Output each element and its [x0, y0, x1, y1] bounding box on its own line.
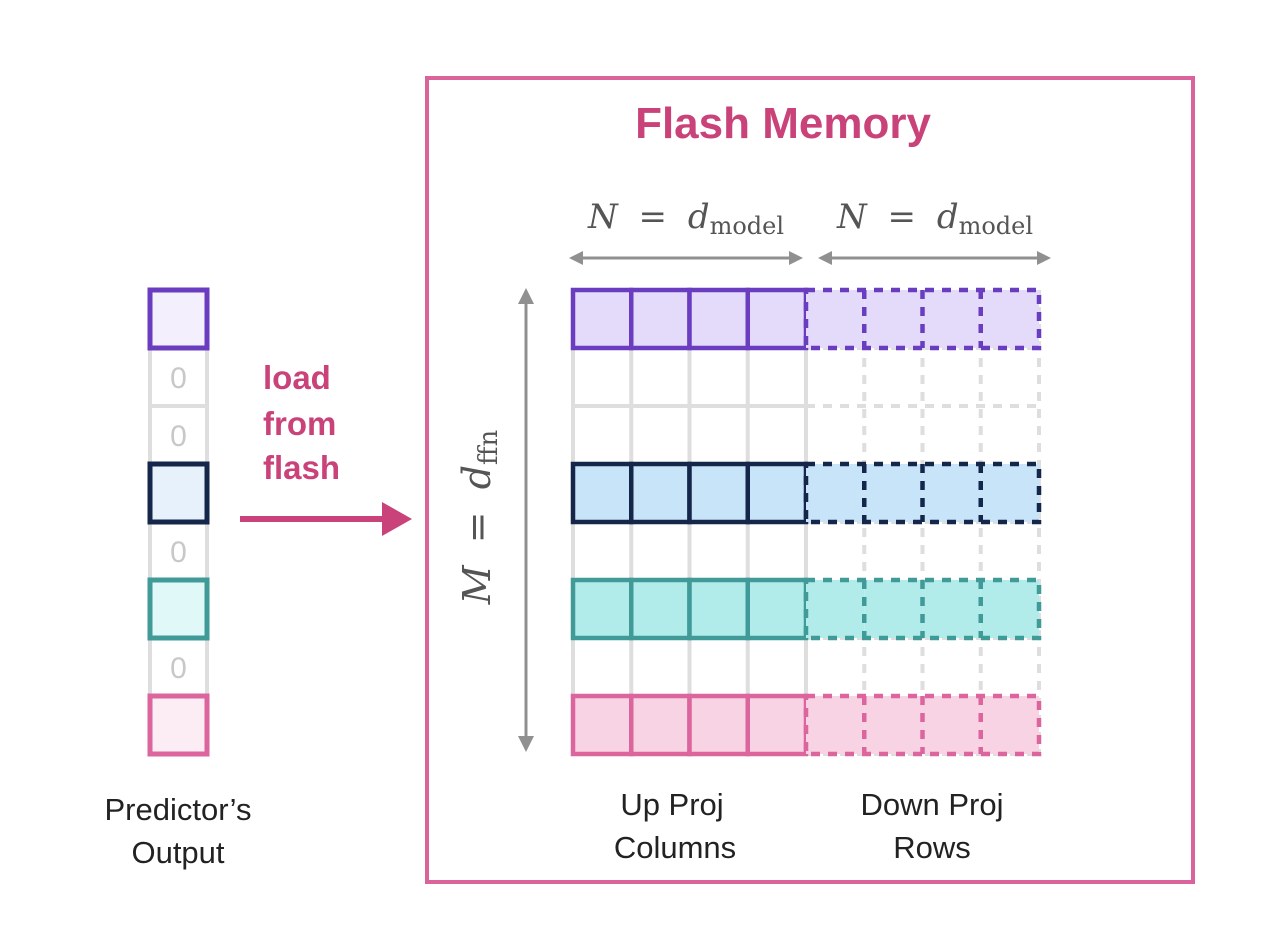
down-proj-cell-navy: [864, 464, 923, 522]
down-width-arrow: [818, 251, 1051, 265]
load-label-line-1: load: [263, 359, 331, 396]
load-label-line-3: flash: [263, 449, 340, 486]
down-width-subscript: model: [959, 212, 1033, 240]
height-subscript: ffn: [474, 429, 504, 464]
predictor-zero-cell: [148, 520, 209, 582]
down-proj-cell-purple: [864, 290, 923, 348]
weight-matrix: [570, 287, 1042, 757]
up-width-dimension: N = dmodel: [569, 197, 803, 265]
height-arrow: [518, 288, 534, 752]
down-proj-row-outline-teal: [803, 577, 1042, 641]
up-proj-cell-navy: [570, 461, 634, 525]
up-proj-cell-navy: [687, 461, 750, 525]
svg-text:N = dmodel: N = dmodel: [587, 197, 784, 240]
down-proj-row-outline-pink: [803, 693, 1042, 757]
down-width-eq: =: [888, 197, 917, 237]
down-proj-cell-purple: [980, 290, 1039, 348]
predictor-zero-label: 0: [170, 652, 187, 685]
predictor-zero-label: 0: [170, 420, 187, 453]
predictor-zero-cell: [148, 346, 209, 408]
predictor-active-cell-purple: [147, 287, 210, 351]
down-proj-row-outline-purple: [803, 287, 1042, 351]
down-proj-cell-pink: [922, 696, 981, 754]
down-proj-cell-pink: [864, 696, 923, 754]
up-proj-cell-purple: [570, 287, 634, 351]
down-proj-cell-pink: [806, 696, 865, 754]
height-eq: =: [455, 511, 499, 543]
predictor-active-cell-navy: [147, 461, 210, 525]
up-width-var: N: [587, 197, 619, 237]
up-proj-cell-pink: [570, 693, 634, 757]
up-proj-cell-pink: [745, 693, 809, 757]
svg-text:N = dmodel: N = dmodel: [836, 197, 1033, 240]
predictor-zero-label: 0: [170, 362, 187, 395]
up-proj-cell-teal: [745, 577, 809, 641]
down-proj-cell-navy: [980, 464, 1039, 522]
predictor-zero-label: 0: [170, 536, 187, 569]
up-proj-cell-purple: [687, 287, 750, 351]
up-proj-cell-pink: [687, 693, 750, 757]
flash-memory-frame: [425, 76, 1195, 884]
up-width-symbol: d: [688, 197, 710, 237]
up-proj-cell-navy: [629, 461, 692, 525]
up-width-subscript: model: [710, 212, 784, 240]
load-label-line-2: from: [263, 405, 336, 442]
down-proj-cell-teal: [922, 580, 981, 638]
down-proj-cell-teal: [864, 580, 923, 638]
predictor-caption-line-1: Predictor’s: [104, 792, 251, 827]
down-width-var: N: [836, 197, 868, 237]
down-proj-cell-teal: [806, 580, 865, 638]
up-proj-caption-line-2: Columns: [614, 830, 736, 865]
down-proj-cell-navy: [922, 464, 981, 522]
down-proj-row-outline-navy: [803, 461, 1042, 525]
predictor-active-cell-pink: [147, 693, 210, 757]
down-proj-cell-purple: [806, 290, 865, 348]
down-proj-cell-pink: [980, 696, 1039, 754]
up-proj-cell-purple: [745, 287, 809, 351]
up-proj-cell-teal: [570, 577, 634, 641]
up-proj-cell-teal: [687, 577, 750, 641]
up-proj-cell-pink: [629, 693, 692, 757]
predictor-output-vector: 0 0 0 0: [147, 287, 210, 757]
down-proj-caption-line-1: Down Proj: [861, 787, 1004, 822]
up-width-eq: =: [639, 197, 668, 237]
down-width-symbol: d: [937, 197, 959, 237]
predictor-active-cell-teal: [147, 577, 210, 641]
load-arrow: [240, 502, 412, 536]
svg-text:M = dffn: M = dffn: [455, 429, 504, 605]
down-proj-cell-teal: [980, 580, 1039, 638]
height-dimension: M = dffn: [455, 288, 534, 752]
up-width-arrow: [569, 251, 803, 265]
height-var: M: [455, 564, 499, 605]
height-symbol: d: [455, 465, 499, 489]
up-proj-caption-line-1: Up Proj: [620, 787, 723, 822]
down-width-dimension: N = dmodel: [818, 197, 1051, 265]
up-proj-cell-purple: [629, 287, 692, 351]
flash-memory-title: Flash Memory: [635, 99, 931, 148]
down-proj-cell-navy: [806, 464, 865, 522]
up-proj-cell-teal: [629, 577, 692, 641]
down-proj-caption-line-2: Rows: [893, 830, 971, 865]
predictor-caption-line-2: Output: [131, 835, 224, 870]
up-proj-cell-navy: [745, 461, 809, 525]
down-proj-cell-purple: [922, 290, 981, 348]
